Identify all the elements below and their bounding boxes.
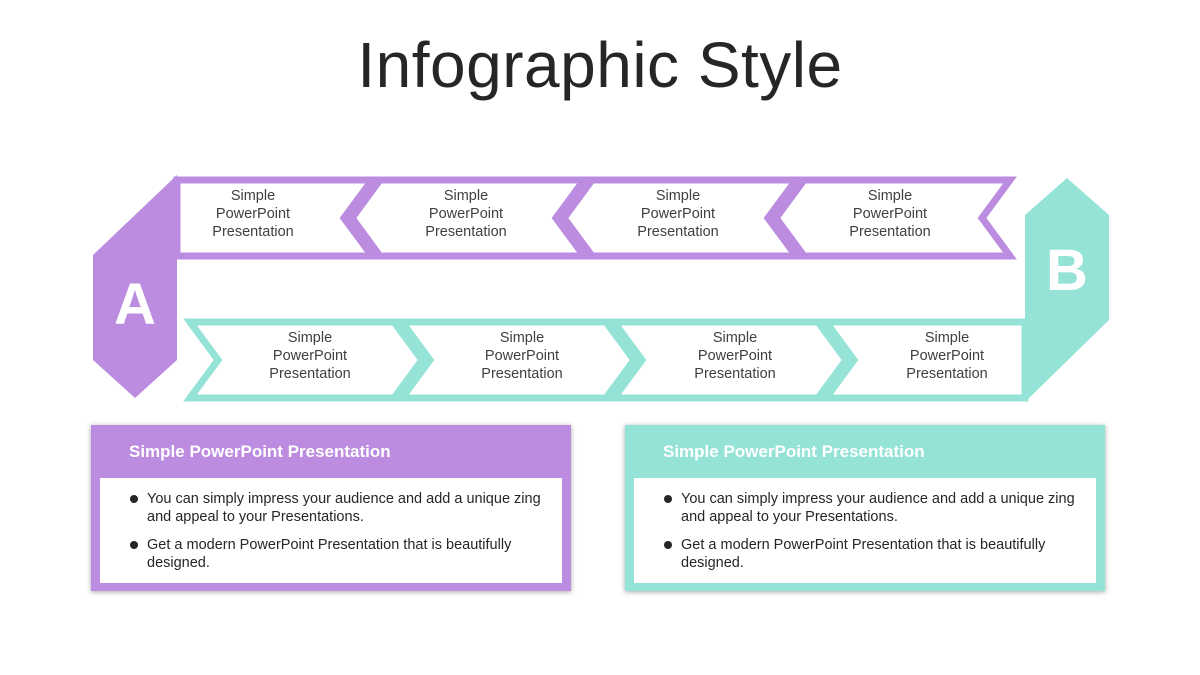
top-chevron-1-label-line: Simple (231, 188, 275, 204)
top-chevron-2-label-line: Simple (444, 188, 488, 204)
page-title: Infographic Style (357, 29, 843, 101)
badge-a-label: A (114, 272, 156, 337)
panel-b-body: You can simply impress your audience and… (634, 478, 1096, 583)
top-chevron-1-label-line: Presentation (212, 224, 293, 240)
panel-b-bullets: You can simply impress your audience and… (664, 490, 1076, 572)
bottom-chevron-4-label-line: Presentation (906, 366, 987, 382)
badge-b-label: B (1046, 238, 1088, 303)
panel-a-title: Simple PowerPoint Presentation (129, 442, 391, 461)
badge-b-shape (1025, 178, 1109, 402)
badge-b: B (1025, 178, 1109, 402)
top-chevron-1-label-line: PowerPoint (216, 206, 290, 222)
bottom-chevron-2-label-line: Simple (500, 330, 544, 346)
info-panel-a: Simple PowerPoint Presentation You can s… (91, 425, 571, 591)
bottom-chevron-3-label-line: Presentation (694, 366, 775, 382)
bottom-chevron-1-shape (183, 318, 427, 402)
panel-a-bullets: You can simply impress your audience and… (130, 490, 542, 572)
bottom-chevron-3-shape (607, 318, 851, 402)
bottom-chevron-4-shape (819, 318, 1029, 402)
badge-a: A (93, 175, 177, 398)
bottom-chevron-1-label-line: Simple (288, 330, 332, 346)
bottom-chevron-4-label-line: PowerPoint (910, 348, 984, 364)
info-panel-b: Simple PowerPoint Presentation You can s… (625, 425, 1105, 591)
bottom-chevron-1-label-line: Presentation (269, 366, 350, 382)
top-chevron-3-label-line: PowerPoint (641, 206, 715, 222)
panel-b-title: Simple PowerPoint Presentation (663, 442, 925, 461)
panel-b-bullet-1: You can simply impress your audience and… (664, 490, 1076, 526)
top-chevron-2-label-line: PowerPoint (429, 206, 503, 222)
bottom-chevron-2-label-line: Presentation (481, 366, 562, 382)
top-chevron-4-shape (771, 176, 1017, 260)
top-chevron-3-label-line: Presentation (637, 224, 718, 240)
badge-a-shape (93, 175, 177, 398)
top-chevron-2-shape (347, 176, 591, 260)
panel-a-bullet-1: You can simply impress your audience and… (130, 490, 542, 526)
bottom-chevron-1-label-line: PowerPoint (273, 348, 347, 364)
top-chevron-3-shape (559, 176, 803, 260)
bottom-chevron-3-label-line: PowerPoint (698, 348, 772, 364)
bottom-chevron-4-label-line: Simple (925, 330, 969, 346)
panel-b-bullet-2: Get a modern PowerPoint Presentation tha… (664, 536, 1076, 572)
top-chevron-4-label-line: Presentation (849, 224, 930, 240)
panel-a-bullet-2: Get a modern PowerPoint Presentation tha… (130, 536, 542, 572)
bottom-chevron-2-label-line: PowerPoint (485, 348, 559, 364)
panel-a-body: You can simply impress your audience and… (100, 478, 562, 583)
top-chevron-4-label-line: PowerPoint (853, 206, 927, 222)
top-chevron-2-label-line: Presentation (425, 224, 506, 240)
top-chevron-4-label-line: Simple (868, 188, 912, 204)
bottom-chevron-2-shape (395, 318, 639, 402)
top-chevron-3-label-line: Simple (656, 188, 700, 204)
bottom-chevron-3-label-line: Simple (713, 330, 757, 346)
